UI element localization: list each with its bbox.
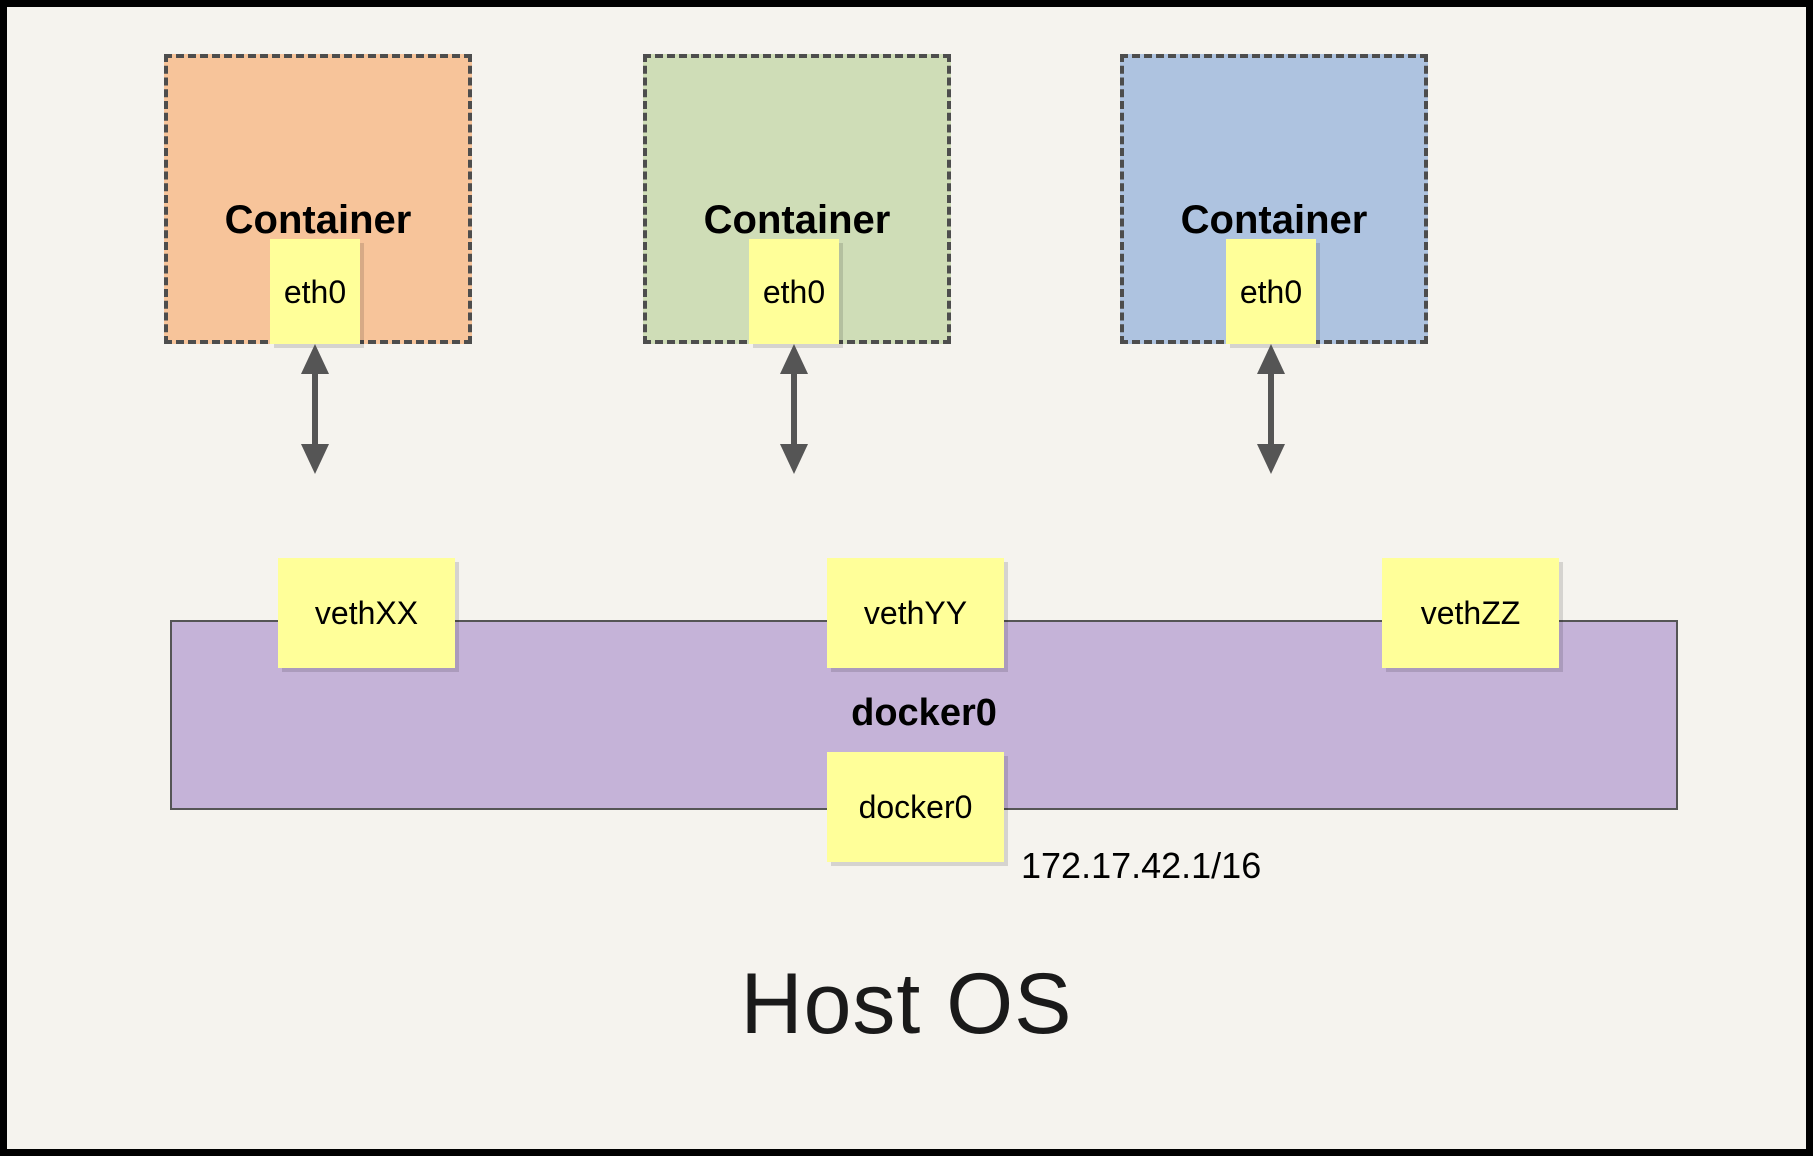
docker0-bridge-title: docker0 bbox=[851, 692, 997, 734]
veth-label-3: vethZZ bbox=[1420, 595, 1521, 631]
veth-label-1: vethXX bbox=[314, 595, 419, 631]
host-os-label: Host OS bbox=[740, 956, 1073, 1052]
docker0-ip-label: 172.17.42.1/16 bbox=[1021, 845, 1262, 886]
eth0-label-1: eth0 bbox=[283, 273, 347, 310]
eth0-box-2: eth0 bbox=[749, 239, 839, 344]
double-headed-vertical-arrow-icon-2 bbox=[780, 344, 808, 474]
double-headed-vertical-arrow-icon-3 bbox=[1257, 344, 1285, 474]
double-headed-vertical-arrow-icon-1 bbox=[301, 344, 329, 474]
veth-label-2: vethYY bbox=[863, 595, 968, 631]
eth0-box-1: eth0 bbox=[270, 239, 360, 344]
veth-box-1: vethXX bbox=[278, 558, 455, 668]
veth-box-3: vethZZ bbox=[1382, 558, 1559, 668]
docker0-iface-label: docker0 bbox=[858, 789, 973, 825]
container-title-3: Container bbox=[1180, 198, 1368, 242]
veth-box-2: vethYY bbox=[827, 558, 1004, 668]
container-title-1: Container bbox=[224, 198, 412, 242]
eth0-label-3: eth0 bbox=[1239, 273, 1303, 310]
eth0-label-2: eth0 bbox=[762, 273, 826, 310]
container-title-2: Container bbox=[703, 198, 891, 242]
eth0-box-3: eth0 bbox=[1226, 239, 1316, 344]
docker0-iface-box: docker0 bbox=[827, 752, 1004, 862]
